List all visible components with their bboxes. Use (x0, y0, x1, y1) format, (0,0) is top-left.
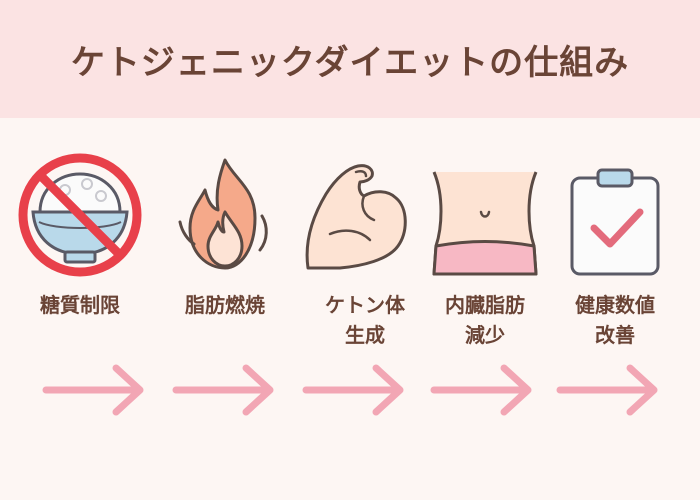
title-banner: ケトジェニックダイエットの仕組み (0, 0, 700, 118)
step-label: 糖質制限 (40, 293, 120, 317)
step-label: 脂肪燃焼 (185, 293, 265, 317)
fire-icon (178, 158, 268, 270)
belly-icon (432, 171, 538, 276)
step-label: 健康数値 改善 (575, 293, 655, 347)
checklist-icon (570, 168, 660, 276)
arrow-right-icon (302, 364, 404, 416)
no-rice-icon (18, 153, 142, 277)
arrow-right-icon (42, 364, 144, 416)
muscle-arm-icon (305, 164, 407, 270)
arrow-right-icon (430, 364, 532, 416)
page-title: ケトジェニックダイエットの仕組み (70, 42, 630, 83)
arrow-right-icon (556, 364, 658, 416)
arrow-right-icon (172, 364, 274, 416)
step-label: 内臓脂肪 減少 (445, 293, 525, 347)
step-label: ケトン体 生成 (325, 293, 405, 347)
